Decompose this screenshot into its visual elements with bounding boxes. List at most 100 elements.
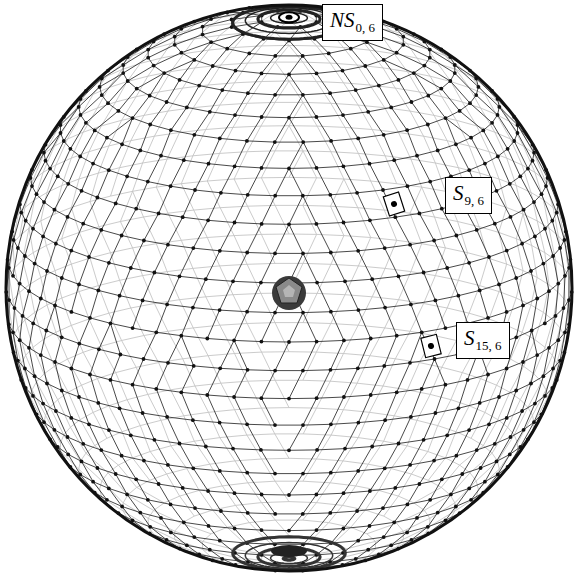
mesh-edge — [507, 362, 523, 369]
mesh-edge — [330, 354, 343, 382]
mesh-edge — [330, 483, 356, 486]
mesh-edge — [120, 217, 143, 222]
mesh-edge — [131, 435, 155, 440]
mesh-edge — [385, 328, 410, 331]
mesh-edge — [193, 325, 220, 328]
mesh-edge — [371, 392, 397, 395]
mesh-edge — [303, 313, 317, 342]
mesh-edge — [358, 447, 372, 471]
mesh-edge — [195, 508, 209, 526]
mesh-edge — [247, 283, 261, 312]
mesh-edge — [168, 245, 193, 248]
mesh-edge — [394, 504, 407, 522]
mesh-edge — [492, 427, 508, 453]
mesh-edge — [13, 308, 15, 332]
mesh-edge — [451, 474, 462, 494]
mesh-edge — [55, 278, 62, 305]
mesh-edge — [370, 488, 395, 491]
mesh-edge — [144, 213, 169, 217]
mesh-edge — [98, 168, 119, 173]
mesh-edge — [372, 130, 398, 133]
mesh-edge — [207, 395, 234, 397]
mesh-edge — [183, 488, 195, 508]
mesh-edge — [154, 440, 179, 444]
mesh-edge — [358, 266, 385, 269]
mesh-edge — [441, 487, 450, 495]
mesh-edge — [194, 537, 220, 541]
mesh-edge — [195, 383, 221, 386]
mesh-edge — [331, 236, 344, 265]
mesh-edge — [221, 63, 248, 65]
mesh-edge — [516, 305, 523, 337]
mesh-edge — [248, 481, 275, 483]
mesh-edge — [370, 356, 395, 359]
mesh-edge — [220, 471, 235, 493]
mesh-edge — [90, 253, 111, 258]
mesh-edge — [29, 348, 35, 376]
mesh-edge — [303, 472, 331, 474]
mesh-edge — [516, 362, 523, 391]
mesh-edge — [261, 449, 289, 450]
mesh-edge — [235, 63, 248, 83]
mesh-edge — [507, 264, 523, 271]
mesh-edge — [56, 217, 68, 244]
mesh-edge — [43, 340, 54, 367]
mesh-edge — [329, 505, 343, 522]
mesh-edge — [171, 390, 184, 416]
mesh-edge — [458, 290, 479, 295]
mesh-edge — [71, 418, 89, 424]
mesh-edge — [167, 417, 179, 444]
mesh-edge — [261, 341, 289, 342]
mesh-edge — [167, 474, 180, 496]
mesh-edge — [154, 273, 179, 277]
mesh-edge — [303, 252, 331, 254]
mesh-edge — [116, 367, 137, 372]
mesh-edge — [131, 435, 144, 460]
mesh-edge — [23, 316, 34, 324]
mesh-edge — [383, 386, 407, 390]
mesh-edge — [33, 323, 46, 330]
mesh-edge — [435, 385, 445, 413]
mesh-edge — [194, 366, 221, 368]
mesh-edge — [275, 520, 289, 535]
mesh-edge — [120, 141, 131, 168]
mesh-edge — [407, 518, 417, 533]
mesh-edge — [456, 236, 469, 263]
mesh-edge — [220, 152, 248, 154]
mesh-edge — [128, 519, 154, 535]
mesh-edge — [171, 532, 194, 537]
mesh-edge — [357, 65, 370, 85]
mesh-edge — [101, 450, 121, 456]
mesh-edge — [234, 236, 247, 265]
mesh-edge — [194, 210, 208, 237]
mesh-edge — [385, 248, 399, 276]
mesh-edge — [424, 276, 436, 304]
mesh-edge — [469, 482, 485, 489]
mesh-edge — [83, 108, 97, 132]
mesh-edge — [181, 181, 207, 184]
mesh-edge — [434, 435, 447, 460]
mesh-edge — [435, 163, 458, 168]
mesh-edge — [131, 136, 155, 141]
mesh-edge — [424, 519, 450, 535]
mesh-edge — [435, 163, 445, 191]
mesh-edge — [460, 446, 484, 466]
mesh-edge — [120, 408, 143, 413]
mesh-edge — [410, 461, 434, 465]
mesh-edge — [469, 263, 480, 291]
mesh-edge — [167, 276, 179, 304]
mesh-edge — [531, 264, 543, 271]
mesh-edge — [447, 408, 458, 435]
mesh-edge — [261, 313, 275, 342]
mesh-edge — [41, 299, 55, 306]
mesh-edge — [394, 518, 417, 522]
mesh-edge — [371, 181, 397, 184]
mesh-edge — [220, 471, 247, 473]
mesh-edge — [168, 465, 193, 468]
mesh-edge — [43, 404, 54, 430]
mesh-edge — [47, 244, 56, 271]
mesh-edge — [438, 63, 451, 81]
mesh-edge — [343, 461, 368, 464]
mesh-edge — [275, 205, 289, 234]
